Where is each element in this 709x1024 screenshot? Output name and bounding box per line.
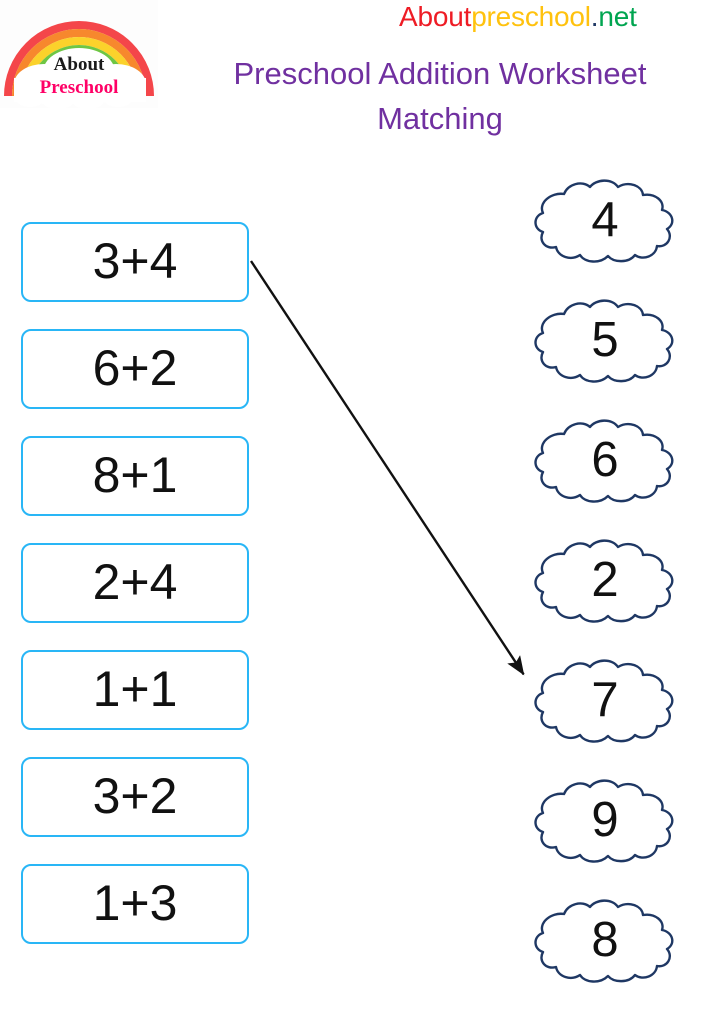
answer-cloud[interactable]: 7 bbox=[524, 658, 680, 744]
answer-cloud-text: 8 bbox=[591, 912, 619, 967]
answer-cloud-text: 6 bbox=[591, 432, 619, 487]
equation-text: 1+3 bbox=[92, 875, 178, 931]
site-name-part-dot: . bbox=[590, 1, 599, 32]
answer-cloud[interactable]: 2 bbox=[524, 538, 680, 624]
cloud-icon bbox=[534, 179, 674, 263]
equation-box[interactable]: 8+1 bbox=[21, 436, 249, 516]
logo-text-about: About bbox=[54, 54, 105, 75]
answer-cloud[interactable]: 8 bbox=[524, 898, 680, 984]
cloud-icon bbox=[534, 779, 674, 863]
site-name: Aboutpreschool.net bbox=[399, 1, 637, 33]
equation-box[interactable]: 1+1 bbox=[21, 650, 249, 730]
site-name-part-preschool: preschool bbox=[471, 1, 591, 32]
equation-text: 3+2 bbox=[92, 768, 178, 824]
cloud-icon bbox=[534, 899, 674, 983]
equation-text: 6+2 bbox=[92, 340, 178, 396]
answer-cloud-text: 7 bbox=[591, 672, 619, 727]
answer-cloud-column: 4 5 6 2 7 9 8 bbox=[524, 178, 680, 984]
page-title-line-1: Preschool Addition Worksheet bbox=[233, 56, 647, 91]
page-title-line-2: Matching bbox=[377, 100, 503, 136]
equation-box[interactable]: 1+3 bbox=[21, 864, 249, 944]
answer-cloud[interactable]: 6 bbox=[524, 418, 680, 504]
answer-cloud-text: 2 bbox=[591, 552, 619, 607]
equation-text: 2+4 bbox=[92, 554, 178, 610]
answer-cloud[interactable]: 9 bbox=[524, 778, 680, 864]
answer-cloud-text: 9 bbox=[591, 792, 619, 847]
site-logo: About Preschool bbox=[0, 0, 158, 108]
page-title: Preschool Addition Worksheet Matching bbox=[172, 52, 708, 142]
equation-box[interactable]: 6+2 bbox=[21, 329, 249, 409]
cloud-icon bbox=[534, 419, 674, 503]
equation-box[interactable]: 2+4 bbox=[21, 543, 249, 623]
logo-text-preschool: Preschool bbox=[40, 77, 119, 98]
answer-cloud-text: 4 bbox=[591, 192, 619, 247]
equation-text: 1+1 bbox=[92, 661, 178, 717]
site-name-part-about: About bbox=[399, 1, 472, 32]
cloud-icon bbox=[534, 299, 674, 383]
answer-cloud[interactable]: 5 bbox=[524, 298, 680, 384]
rainbow-cloud-logo-icon: About Preschool bbox=[4, 21, 154, 108]
cloud-icon bbox=[534, 539, 674, 623]
site-name-part-net: net bbox=[598, 1, 637, 32]
match-line-3plus4-to-7[interactable] bbox=[249, 260, 525, 676]
answer-cloud-text: 5 bbox=[591, 312, 619, 367]
answer-cloud[interactable]: 4 bbox=[524, 178, 680, 264]
equation-text: 8+1 bbox=[92, 447, 178, 503]
equation-text: 3+4 bbox=[92, 233, 178, 289]
cloud-icon bbox=[534, 659, 674, 743]
equation-box[interactable]: 3+2 bbox=[21, 757, 249, 837]
equation-column: 3+4 6+2 8+1 2+4 1+1 3+2 1+3 bbox=[21, 222, 249, 944]
equation-box[interactable]: 3+4 bbox=[21, 222, 249, 302]
